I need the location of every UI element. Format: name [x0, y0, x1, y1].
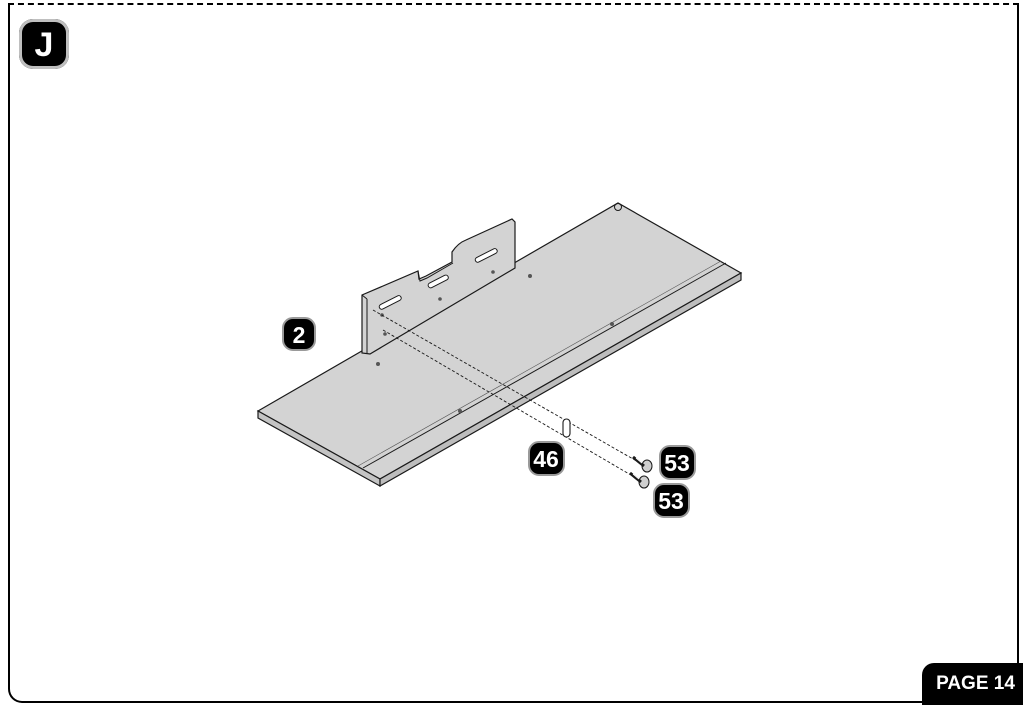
callout-panel: 2	[282, 317, 316, 351]
screw-icon	[632, 455, 653, 473]
callout-screw-lower: 53	[653, 483, 690, 518]
callout-dowel: 46	[528, 441, 565, 476]
screw-icon	[629, 471, 650, 489]
upright-slots	[378, 248, 498, 310]
panel-holes	[376, 203, 622, 413]
callout-panel-label: 2	[293, 322, 306, 348]
upright-edge	[361, 294, 368, 300]
callout-screw-upper: 53	[659, 445, 696, 480]
step-letter: J	[34, 25, 54, 64]
callout-screw-upper-label: 53	[664, 450, 690, 476]
bottom-panel-side-edge	[379, 271, 742, 488]
callout-screw-lower-label: 53	[658, 488, 684, 514]
frame-dashed-top	[8, 3, 1019, 5]
callout-dowel-label: 46	[533, 446, 559, 472]
assembly-lines	[372, 309, 641, 479]
step-badge: J	[19, 19, 69, 69]
page-frame	[8, 3, 1019, 703]
upright-notch	[417, 262, 454, 282]
upright-back-piece	[361, 218, 516, 355]
panel-groove	[362, 262, 727, 469]
page-number-tab: PAGE 14	[922, 663, 1023, 705]
page-number-label: PAGE 14	[936, 673, 1015, 694]
panel-groove-inner	[357, 260, 722, 467]
dowel-icon	[562, 418, 571, 438]
